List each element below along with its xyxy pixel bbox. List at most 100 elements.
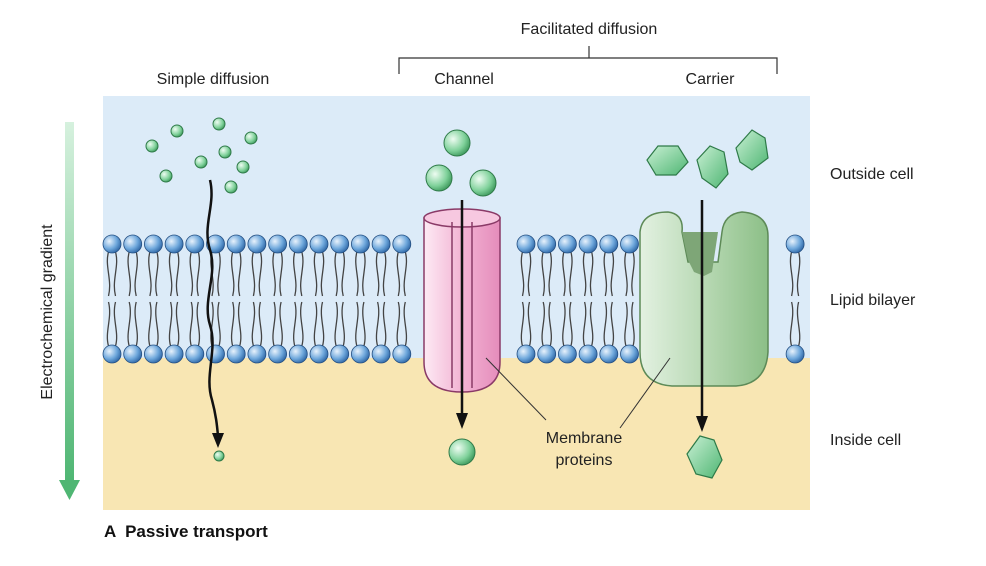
lipid-head (268, 344, 288, 364)
lipid-tail (113, 251, 118, 297)
lipid-tail (631, 251, 635, 297)
figure-caption: A Passive transport (104, 522, 268, 541)
lipid-tail (403, 301, 408, 347)
lipid-tail (272, 301, 276, 347)
lipid-tail (217, 251, 221, 297)
lipid-head (785, 344, 805, 364)
lipid-tail (313, 251, 318, 297)
lipid-tail (341, 251, 345, 297)
lipid-tail (258, 301, 263, 347)
carrier-molecules (646, 129, 769, 479)
lipid-head (371, 344, 391, 364)
lipid-tail (527, 251, 532, 297)
lipid-head (599, 234, 619, 254)
lipid-tail (541, 301, 545, 347)
lipid-tail (148, 301, 152, 347)
lipid-tail (562, 301, 566, 347)
lipid-tail (148, 251, 152, 297)
lipid-head (578, 344, 598, 364)
lipid-head (226, 234, 246, 254)
lipid-tail (582, 251, 587, 297)
lipid-tail (155, 251, 159, 297)
lipid-tail (589, 301, 594, 347)
lipid-tail (175, 301, 180, 347)
carrier-protein (639, 200, 769, 432)
lipid-head (102, 234, 122, 254)
lipid-head (350, 234, 370, 254)
lipid-head (350, 344, 370, 364)
lipid-tail (382, 301, 387, 347)
lipid-head (164, 344, 184, 364)
lipid-tail (168, 301, 173, 347)
lipid-tail (196, 301, 201, 347)
lipid-head (392, 344, 412, 364)
outside-cell-label: Outside cell (830, 166, 914, 183)
lipid-tail (569, 301, 573, 347)
lipid-tail (113, 301, 118, 347)
lipid-tail (300, 251, 304, 297)
lipid-tail (796, 301, 801, 347)
lipid-head (330, 234, 350, 254)
lipid-head (371, 234, 391, 254)
lipid-tail (582, 301, 587, 347)
lipid-tail (127, 301, 131, 347)
lipid-head (620, 234, 639, 254)
lipid-tail (355, 251, 359, 297)
lipid-head (578, 234, 598, 254)
lipid-tail (127, 251, 131, 297)
carrier-label: Carrier (686, 71, 736, 88)
lipid-head (288, 234, 308, 254)
lipid-head (226, 344, 246, 364)
lipid-tail (610, 301, 615, 347)
lipid-tail (134, 301, 138, 347)
lipid-tail (624, 301, 628, 347)
lipid-head (516, 344, 536, 364)
membrane-proteins-leaders (485, 357, 671, 429)
lipid-head (143, 234, 163, 254)
lipid-tail (548, 301, 552, 347)
lipid-tail (293, 251, 297, 297)
lipid-tail (382, 251, 387, 297)
lipid-tail (334, 301, 338, 347)
electrochemical-gradient-label: Electrochemical gradient (39, 224, 56, 400)
lipid-tail (320, 301, 325, 347)
lipid-tail (230, 301, 235, 347)
simple-diffusion-arrow (206, 179, 224, 448)
lipid-head (206, 344, 225, 364)
lipid-tail (230, 251, 235, 297)
lipid-tail (624, 251, 628, 297)
proteins-label: proteins (556, 452, 613, 469)
lipid-bilayer-label: Lipid bilayer (830, 292, 916, 309)
lipid-head (599, 344, 619, 364)
simple-diffusion-molecules (145, 117, 258, 462)
lipid-tail (237, 301, 242, 347)
lipid-tail (548, 251, 552, 297)
lipid-tail (603, 251, 608, 297)
lipid-tails (106, 251, 801, 347)
lipid-tail (134, 251, 138, 297)
inside-cell-label: Inside cell (830, 432, 901, 449)
lipid-tail (375, 301, 380, 347)
lipid-tail (603, 301, 608, 347)
simple-diffusion-label: Simple diffusion (157, 71, 270, 88)
lipid-tail (189, 251, 194, 297)
lipid-tail (258, 251, 263, 297)
lipid-tail (403, 251, 408, 297)
facilitated-diffusion-label: Facilitated diffusion (521, 21, 658, 38)
channel-protein (423, 200, 501, 429)
membrane-label: Membrane (546, 430, 623, 447)
lipid-tail (527, 301, 532, 347)
lipid-head (247, 234, 267, 254)
lipid-tail (168, 251, 173, 297)
facilitated-bracket (398, 46, 778, 74)
lipid-head (164, 234, 184, 254)
lipid-tail (589, 251, 594, 297)
lipid-tail (569, 251, 573, 297)
lipid-head (288, 344, 308, 364)
channel-label: Channel (434, 71, 494, 88)
lipid-head (620, 344, 639, 364)
lipid-head (516, 234, 536, 254)
lipid-tail (251, 251, 256, 297)
